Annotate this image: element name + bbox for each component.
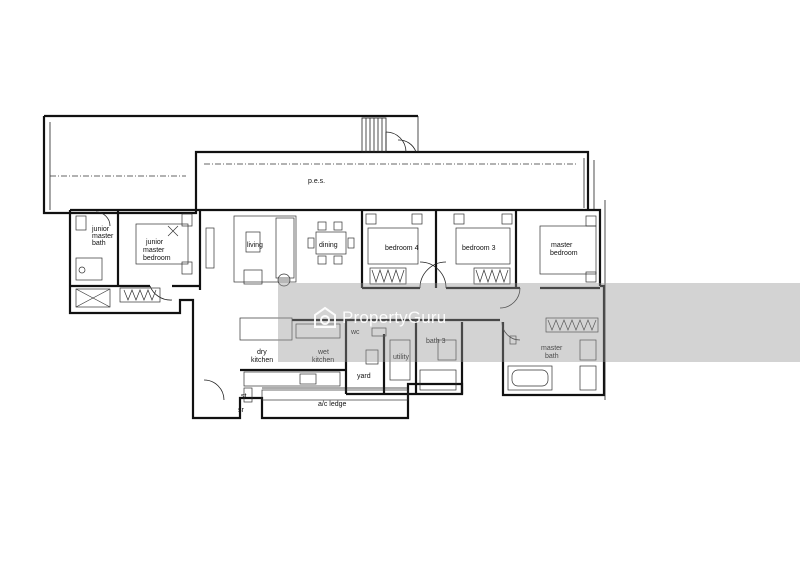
dining-furniture [307,221,355,265]
interior-walls [70,210,600,396]
staircase [361,117,407,153]
propertyguru-logo-icon [314,306,336,328]
pes-area [42,114,595,215]
master-bedroom-label: master bedroom [550,242,578,257]
bedroom4-furniture [365,213,423,285]
sr-label: sr [238,407,245,414]
watermark: PropertyGuru [312,305,446,331]
watermark-band [278,283,800,362]
yard-label: yard [357,373,371,380]
store-label: st [241,393,247,400]
junior-master-bath-label: junior master bath [91,226,115,247]
ac-ledge-label: a/c ledge [318,401,347,408]
bath3-fixtures [371,327,457,391]
dining-label: dining [319,242,338,249]
bedroom3-label: bedroom 3 [462,245,496,252]
dry-kitchen-label: dry kitchen [251,349,273,364]
bedroom3-furniture [453,213,513,285]
outer-walls [68,200,606,420]
junior-master-bedroom-label: junior master bedroom [143,239,171,262]
watermark-brand-text: PropertyGuru [342,308,447,327]
door-swings [95,139,521,401]
kitchen-fixtures [239,317,411,403]
master-bath-fixtures [507,335,597,391]
pes-label: p.e.s. [308,178,325,185]
junior-master-bedroom-furniture [119,213,215,303]
master-bedroom-furniture [539,215,599,333]
living-label: living [247,242,263,249]
junior-master-bath-fixtures [75,215,111,308]
bath3-label: bath 3 [426,338,446,345]
wc-label: wc [350,329,360,336]
bedroom4-label: bedroom 4 [385,245,419,252]
wet-kitchen-label: wet kitchen [312,349,334,364]
living-furniture [233,215,297,287]
master-bath-label: master bath [541,345,564,360]
utility-label: utility [393,354,409,361]
